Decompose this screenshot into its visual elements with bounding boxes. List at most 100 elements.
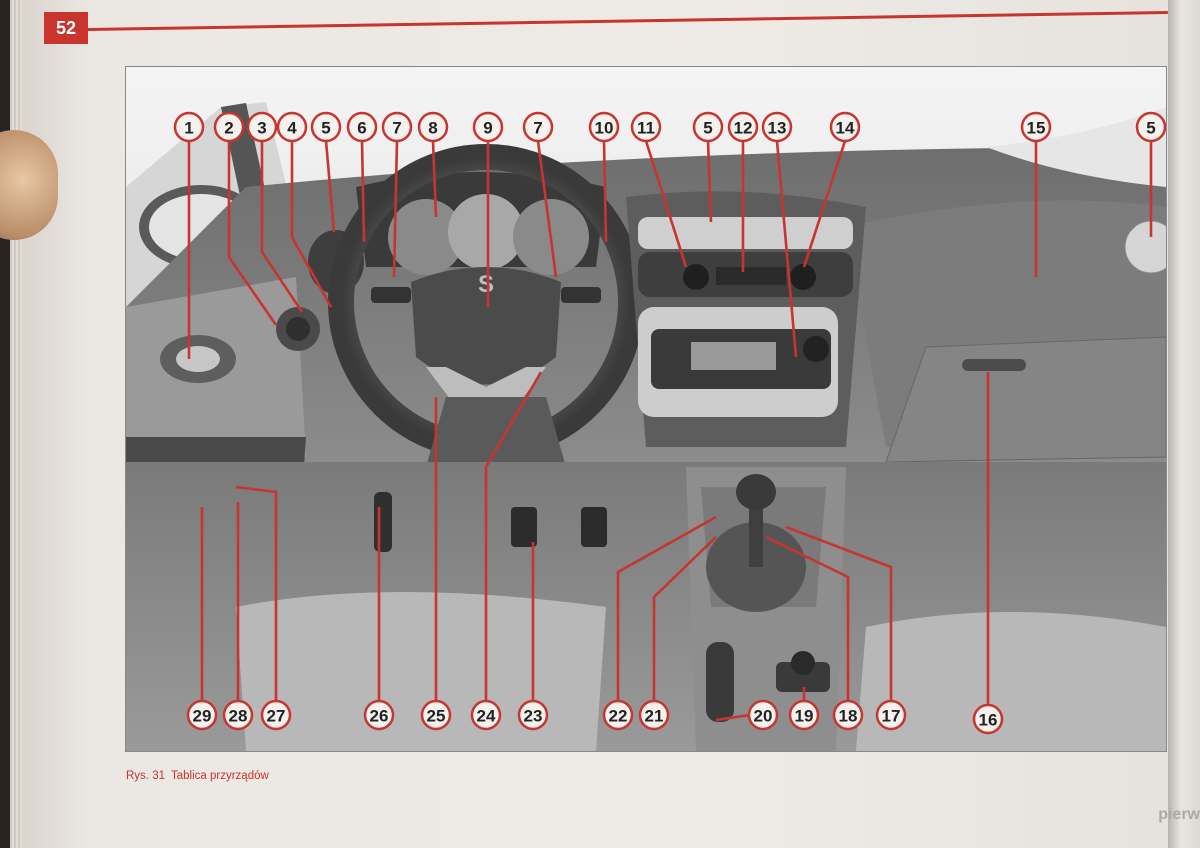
steering-column (426, 397, 566, 467)
dashboard-figure: S (125, 66, 1167, 752)
handbrake (706, 642, 734, 722)
dashboard-illustration: S (126, 67, 1166, 751)
callout-label: 5 (1146, 119, 1155, 138)
callout-label: 17 (882, 707, 901, 726)
callout-label: 20 (754, 707, 773, 726)
figure-label: Rys. 31 (126, 770, 165, 782)
passenger-seat (856, 612, 1166, 751)
callout-7: 7 (381, 111, 413, 143)
callout-10: 10 (588, 111, 620, 143)
glovebox (885, 336, 1166, 463)
windshield-right (986, 107, 1166, 187)
callout-label: 8 (428, 119, 437, 138)
callout-25: 25 (420, 699, 452, 731)
callout-label: 14 (836, 119, 855, 138)
callout-label: 7 (392, 119, 401, 138)
console-control (776, 662, 830, 692)
callout-15: 15 (1020, 111, 1052, 143)
callout-label: 28 (229, 707, 248, 726)
callout-label: 25 (427, 707, 446, 726)
callout-label: 24 (477, 707, 496, 726)
callout-label: 26 (370, 707, 389, 726)
callout-24: 24 (470, 699, 502, 731)
clutch-pedal (511, 507, 537, 547)
callout-29: 29 (186, 699, 218, 731)
callout-1: 1 (173, 111, 205, 143)
callout-9: 9 (472, 111, 504, 143)
glovebox-handle (962, 359, 1026, 371)
callout-label: 1 (184, 119, 193, 138)
callout-16: 16 (972, 703, 1004, 735)
brake-pedal (581, 507, 607, 547)
callout-label: 29 (193, 707, 212, 726)
callout-label: 3 (257, 119, 266, 138)
callout-8: 8 (417, 111, 449, 143)
callout-22: 22 (602, 699, 634, 731)
callout-20: 20 (747, 699, 779, 731)
callout-7b: 7 (522, 111, 554, 143)
callout-label: 18 (839, 707, 858, 726)
callout-27: 27 (260, 699, 292, 731)
leader-lines (187, 140, 1153, 722)
callout-28: 28 (222, 699, 254, 731)
callout-label: 11 (637, 119, 655, 138)
right-page-edge: pierw (1158, 0, 1200, 848)
callout-label: 19 (795, 707, 814, 726)
callout-4: 4 (276, 111, 308, 143)
callout-26: 26 (363, 699, 395, 731)
callout-label: 15 (1027, 119, 1046, 138)
callout-5: 5 (310, 111, 342, 143)
callout-label: 23 (524, 707, 543, 726)
callout-11: 11 (630, 111, 662, 143)
callout-19: 19 (788, 699, 820, 731)
steering-hub (411, 267, 561, 385)
callout-label: 9 (483, 119, 492, 138)
page-number: 52 (44, 12, 88, 44)
center-air-vents (638, 217, 853, 249)
callout-label: 2 (224, 119, 233, 138)
callout-18: 18 (832, 699, 864, 731)
callout-label: 27 (267, 707, 286, 726)
callout-label: 4 (287, 119, 297, 138)
callout-label: 13 (768, 119, 787, 138)
wheel-buttons-left (371, 287, 411, 303)
callout-label: 5 (321, 119, 330, 138)
hood-release (374, 492, 392, 552)
radio-display (691, 342, 776, 370)
radio-knob (803, 336, 829, 362)
callout-3: 3 (246, 111, 278, 143)
callout-label: 5 (703, 119, 712, 138)
callout-23: 23 (517, 699, 549, 731)
callout-label: 21 (645, 707, 664, 726)
callout-2: 2 (213, 111, 245, 143)
callout-label: 6 (357, 119, 366, 138)
climate-display (716, 267, 786, 285)
gauge-left (388, 199, 464, 275)
callout-6: 6 (346, 111, 378, 143)
callout-5c: 5 (1135, 111, 1166, 143)
callout-label: 12 (734, 119, 753, 138)
seat-logo: S (478, 271, 494, 298)
callout-label: 10 (595, 119, 614, 138)
callout-21: 21 (638, 699, 670, 731)
callout-17: 17 (875, 699, 907, 731)
right-page-fragment: pierw (1158, 806, 1200, 823)
gear-knob (736, 474, 776, 510)
callout-12: 12 (727, 111, 759, 143)
callout-13: 13 (761, 111, 793, 143)
callout-label: 16 (979, 711, 998, 730)
callout-5b: 5 (692, 111, 724, 143)
console-knob (791, 651, 815, 675)
gauge-center (448, 194, 524, 270)
wheel-buttons-right (561, 287, 601, 303)
door-handle (176, 346, 220, 372)
thumb (0, 130, 58, 240)
callout-14: 14 (829, 111, 861, 143)
callout-label: 22 (609, 707, 628, 726)
climate-knob-right (790, 264, 816, 290)
gear-stick (749, 497, 763, 567)
driver-seat (236, 592, 606, 751)
callout-label: 7 (533, 119, 542, 138)
climate-knob-left (683, 264, 709, 290)
